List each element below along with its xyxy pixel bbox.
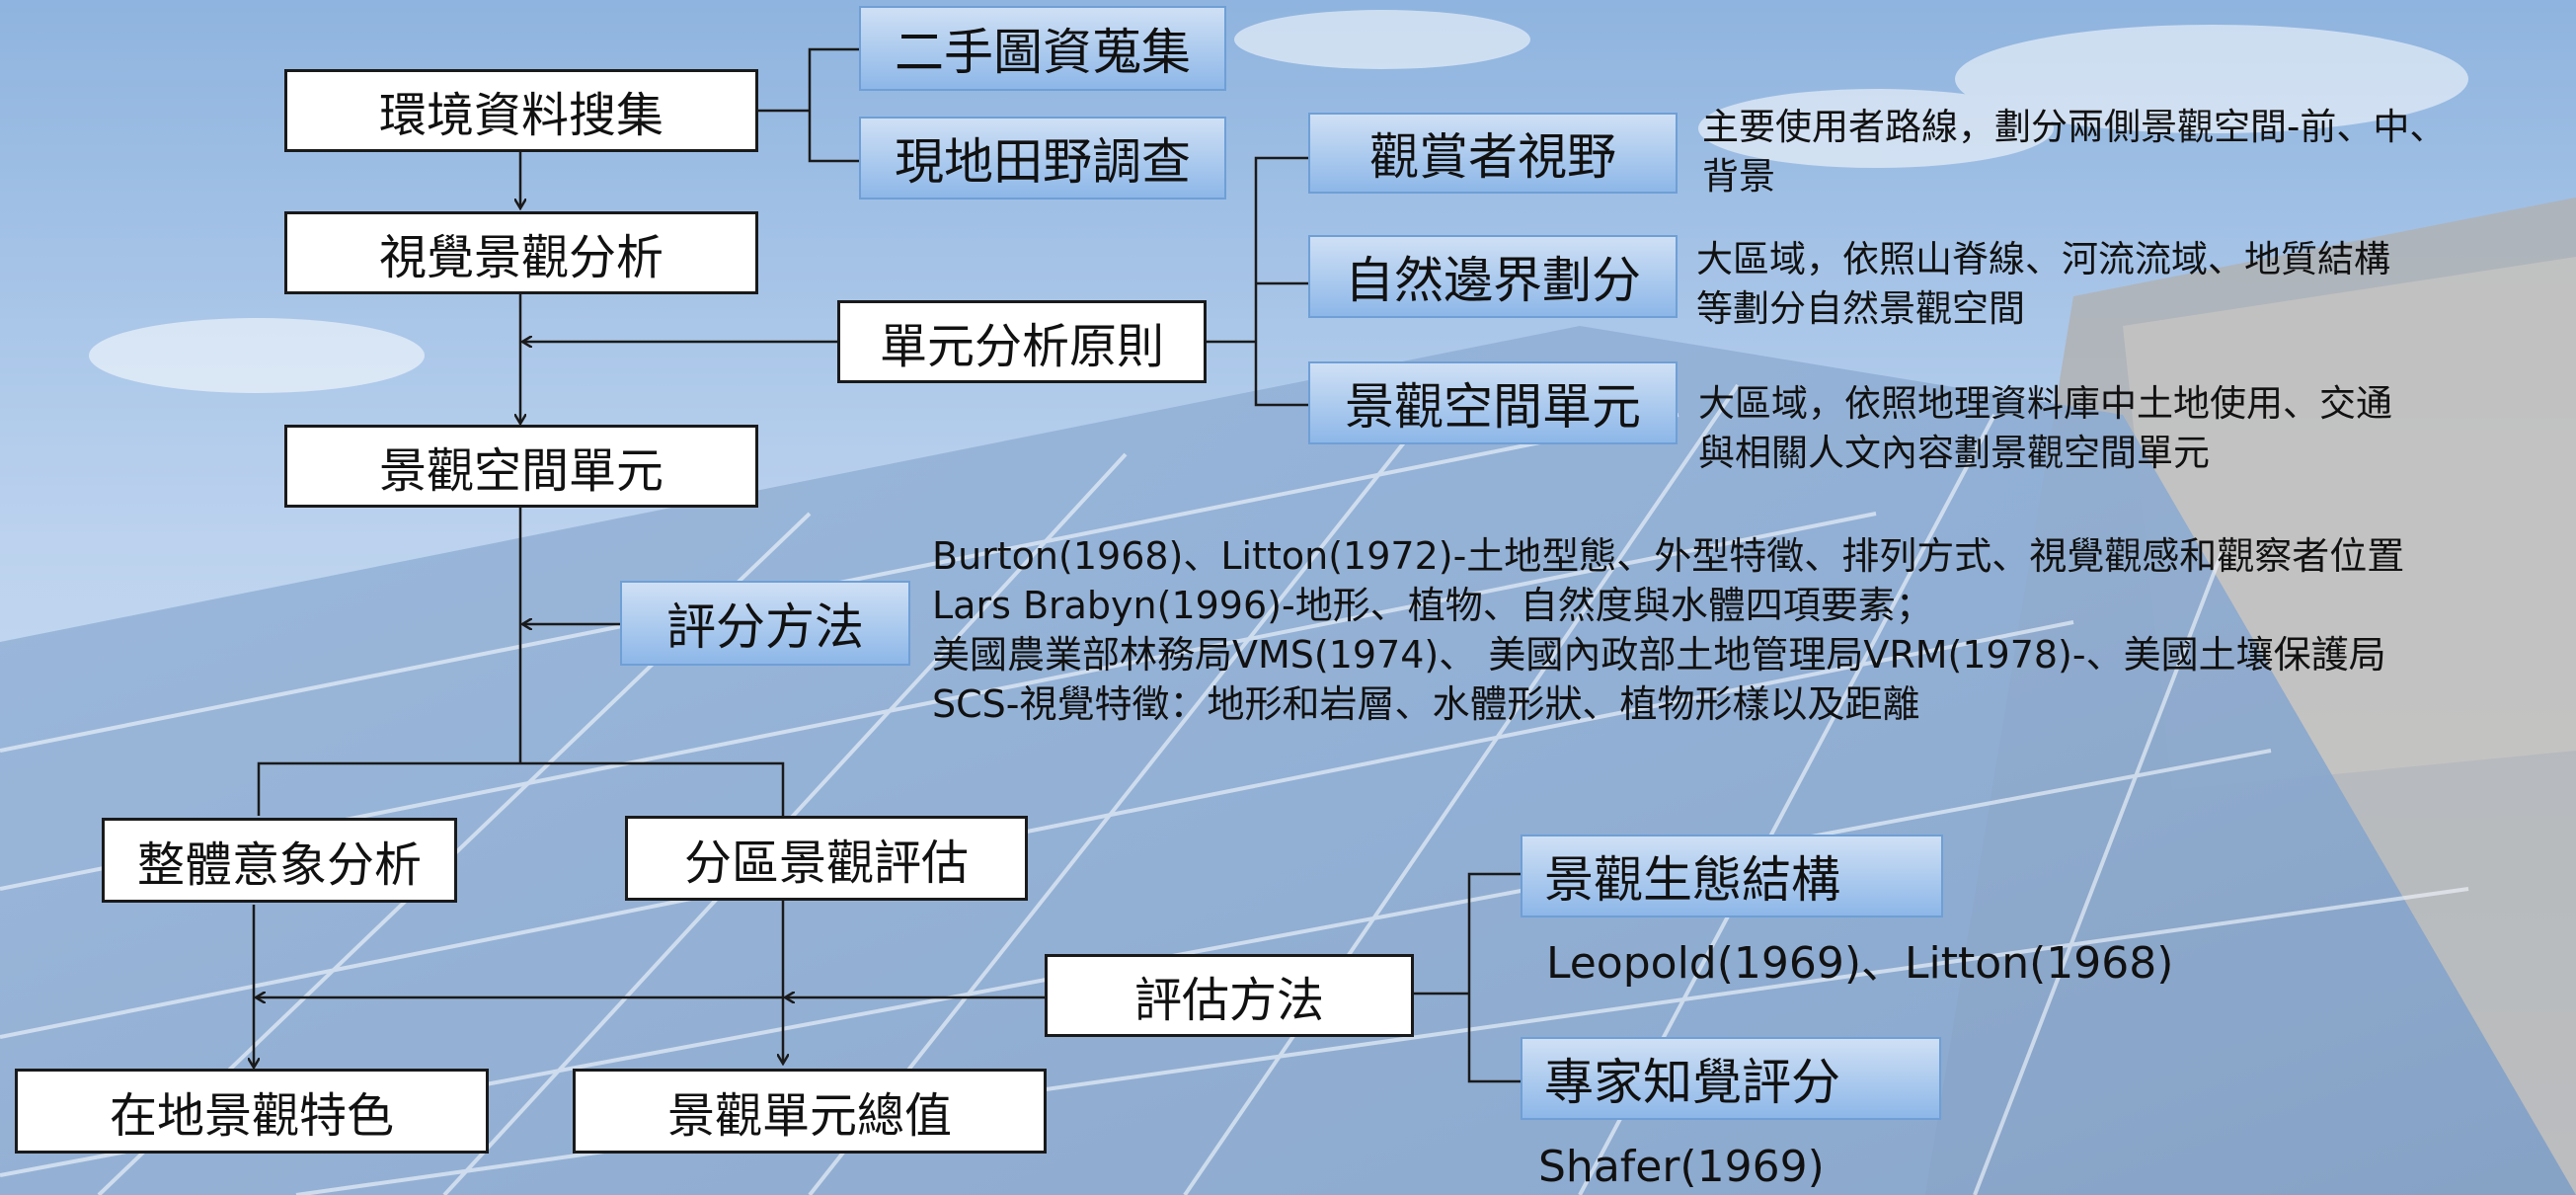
- scoring-note-line-3: 美國農業部林務局VMS(1974)、 美國內政部土地管理局VRM(1978)-、…: [932, 633, 2386, 677]
- overall-image-box: 整體意象分析: [102, 818, 457, 903]
- fieldwork-box: 現地田野調查: [859, 117, 1226, 199]
- scoring-note-line-1: Burton(1968)、Litton(1972)-土地型態、外型特徵、排列方式…: [932, 534, 2405, 578]
- viewer-note-line-2: 背景: [1702, 155, 1775, 198]
- viewer-note-line-1: 主要使用者路線，劃分兩側景觀空間-前、中、: [1702, 106, 2447, 148]
- local-character-box: 在地景觀特色: [15, 1069, 489, 1154]
- unit-total-box: 景觀單元總值: [573, 1069, 1047, 1154]
- scoring-note: Burton(1968)、Litton(1972)-土地型態、外型特徵、排列方式…: [932, 531, 2404, 729]
- expert-ref: Shafer(1969): [1538, 1142, 1825, 1192]
- visual-analysis-box: 視覺景觀分析: [284, 211, 758, 294]
- scoring-note-line-2: Lars Brabyn(1996)-地形、植物、自然度與水體四項要素；: [932, 584, 1933, 627]
- expert-perception-box: 專家知覺評分: [1521, 1037, 1941, 1120]
- viewer-note: 主要使用者路線，劃分兩側景觀空間-前、中、 背景: [1702, 103, 2446, 201]
- scoring-method-box: 評分方法: [620, 581, 910, 666]
- eval-method-box: 評估方法: [1045, 954, 1414, 1037]
- zonal-assessment-box: 分區景觀評估: [625, 816, 1028, 901]
- eco-structure-box: 景觀生態結構: [1521, 835, 1943, 917]
- eco-ref: Leopold(1969)、Litton(1968): [1546, 938, 2174, 989]
- viewer-vision-box: 觀賞者視野: [1308, 113, 1678, 194]
- natural-boundary-box: 自然邊界劃分: [1308, 235, 1678, 318]
- unit-note: 大區域，依照地理資料庫中土地使用、交通 與相關人文內容劃景觀空間單元: [1698, 379, 2392, 478]
- secondhand-box: 二手圖資蒐集: [859, 6, 1226, 91]
- env-collect-box: 環境資料搜集: [284, 69, 758, 152]
- landscape-unit-box: 景觀空間單元: [284, 425, 758, 508]
- unit-note-line-2: 與相關人文內容劃景觀空間單元: [1698, 432, 2210, 474]
- natural-note-line-2: 等劃分自然景觀空間: [1696, 287, 2025, 330]
- scoring-note-line-4: SCS-視覺特徵：地形和岩層、水體形狀、植物形樣以及距離: [932, 682, 1920, 726]
- natural-note-line-1: 大區域，依照山脊線、河流流域、地質結構: [1696, 238, 2390, 280]
- unit-principle-box: 單元分析原則: [837, 300, 1207, 383]
- natural-note: 大區域，依照山脊線、河流流域、地質結構 等劃分自然景觀空間: [1696, 235, 2390, 334]
- landscape-unit-blue-box: 景觀空間單元: [1308, 361, 1678, 444]
- unit-note-line-1: 大區域，依照地理資料庫中土地使用、交通: [1698, 382, 2392, 425]
